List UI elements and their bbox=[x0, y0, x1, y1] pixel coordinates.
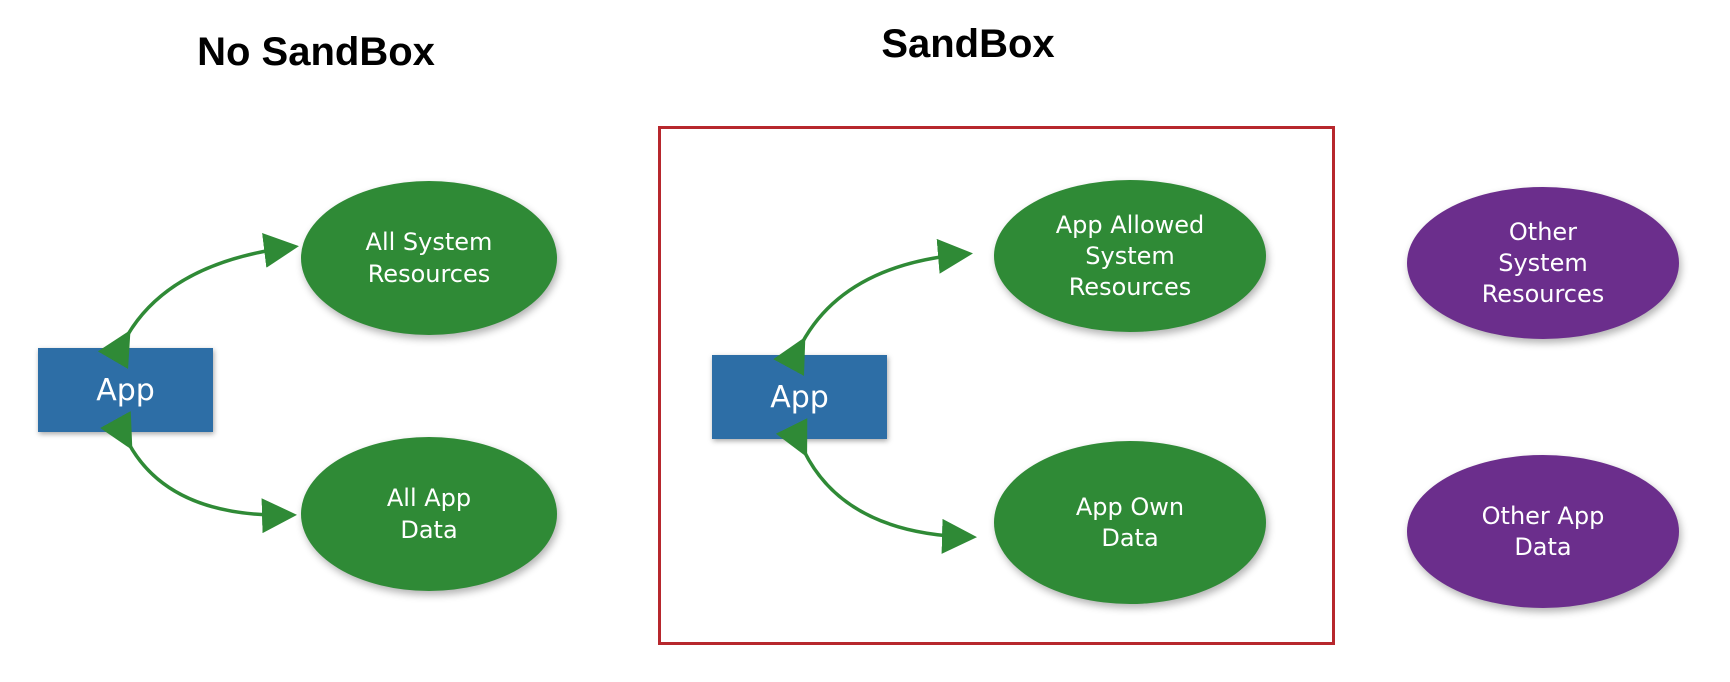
all-system-resources-node: All System Resources bbox=[301, 181, 557, 335]
sandbox-title: SandBox bbox=[881, 22, 1055, 66]
other-system-resources-node: Other System Resources bbox=[1407, 187, 1679, 339]
own-app-data-node: App Own Data bbox=[994, 441, 1266, 604]
other-app-data-node: Other App Data bbox=[1407, 455, 1679, 608]
node-label: App Own Data bbox=[1075, 492, 1185, 552]
node-label: Other App Data bbox=[1481, 501, 1605, 561]
node-label: App Allowed System Resources bbox=[1055, 210, 1205, 301]
no-sandbox-title: No SandBox bbox=[197, 30, 435, 74]
app-node-label: App bbox=[770, 379, 829, 415]
node-label: Other System Resources bbox=[1481, 217, 1605, 308]
arrow-app-to-system-resources bbox=[97, 233, 299, 370]
arrow-app-to-allowed-resources bbox=[773, 238, 973, 376]
arrow-app-to-own-data bbox=[775, 418, 977, 554]
all-app-data-node: All App Data bbox=[301, 437, 557, 591]
sandbox-boundary bbox=[658, 126, 1335, 645]
allowed-system-resources-node: App Allowed System Resources bbox=[994, 180, 1266, 332]
node-label: All App Data bbox=[386, 484, 472, 544]
app-node-label: App bbox=[96, 372, 155, 408]
arrow-app-to-app-data bbox=[100, 411, 297, 534]
node-label: All System Resources bbox=[365, 228, 493, 288]
